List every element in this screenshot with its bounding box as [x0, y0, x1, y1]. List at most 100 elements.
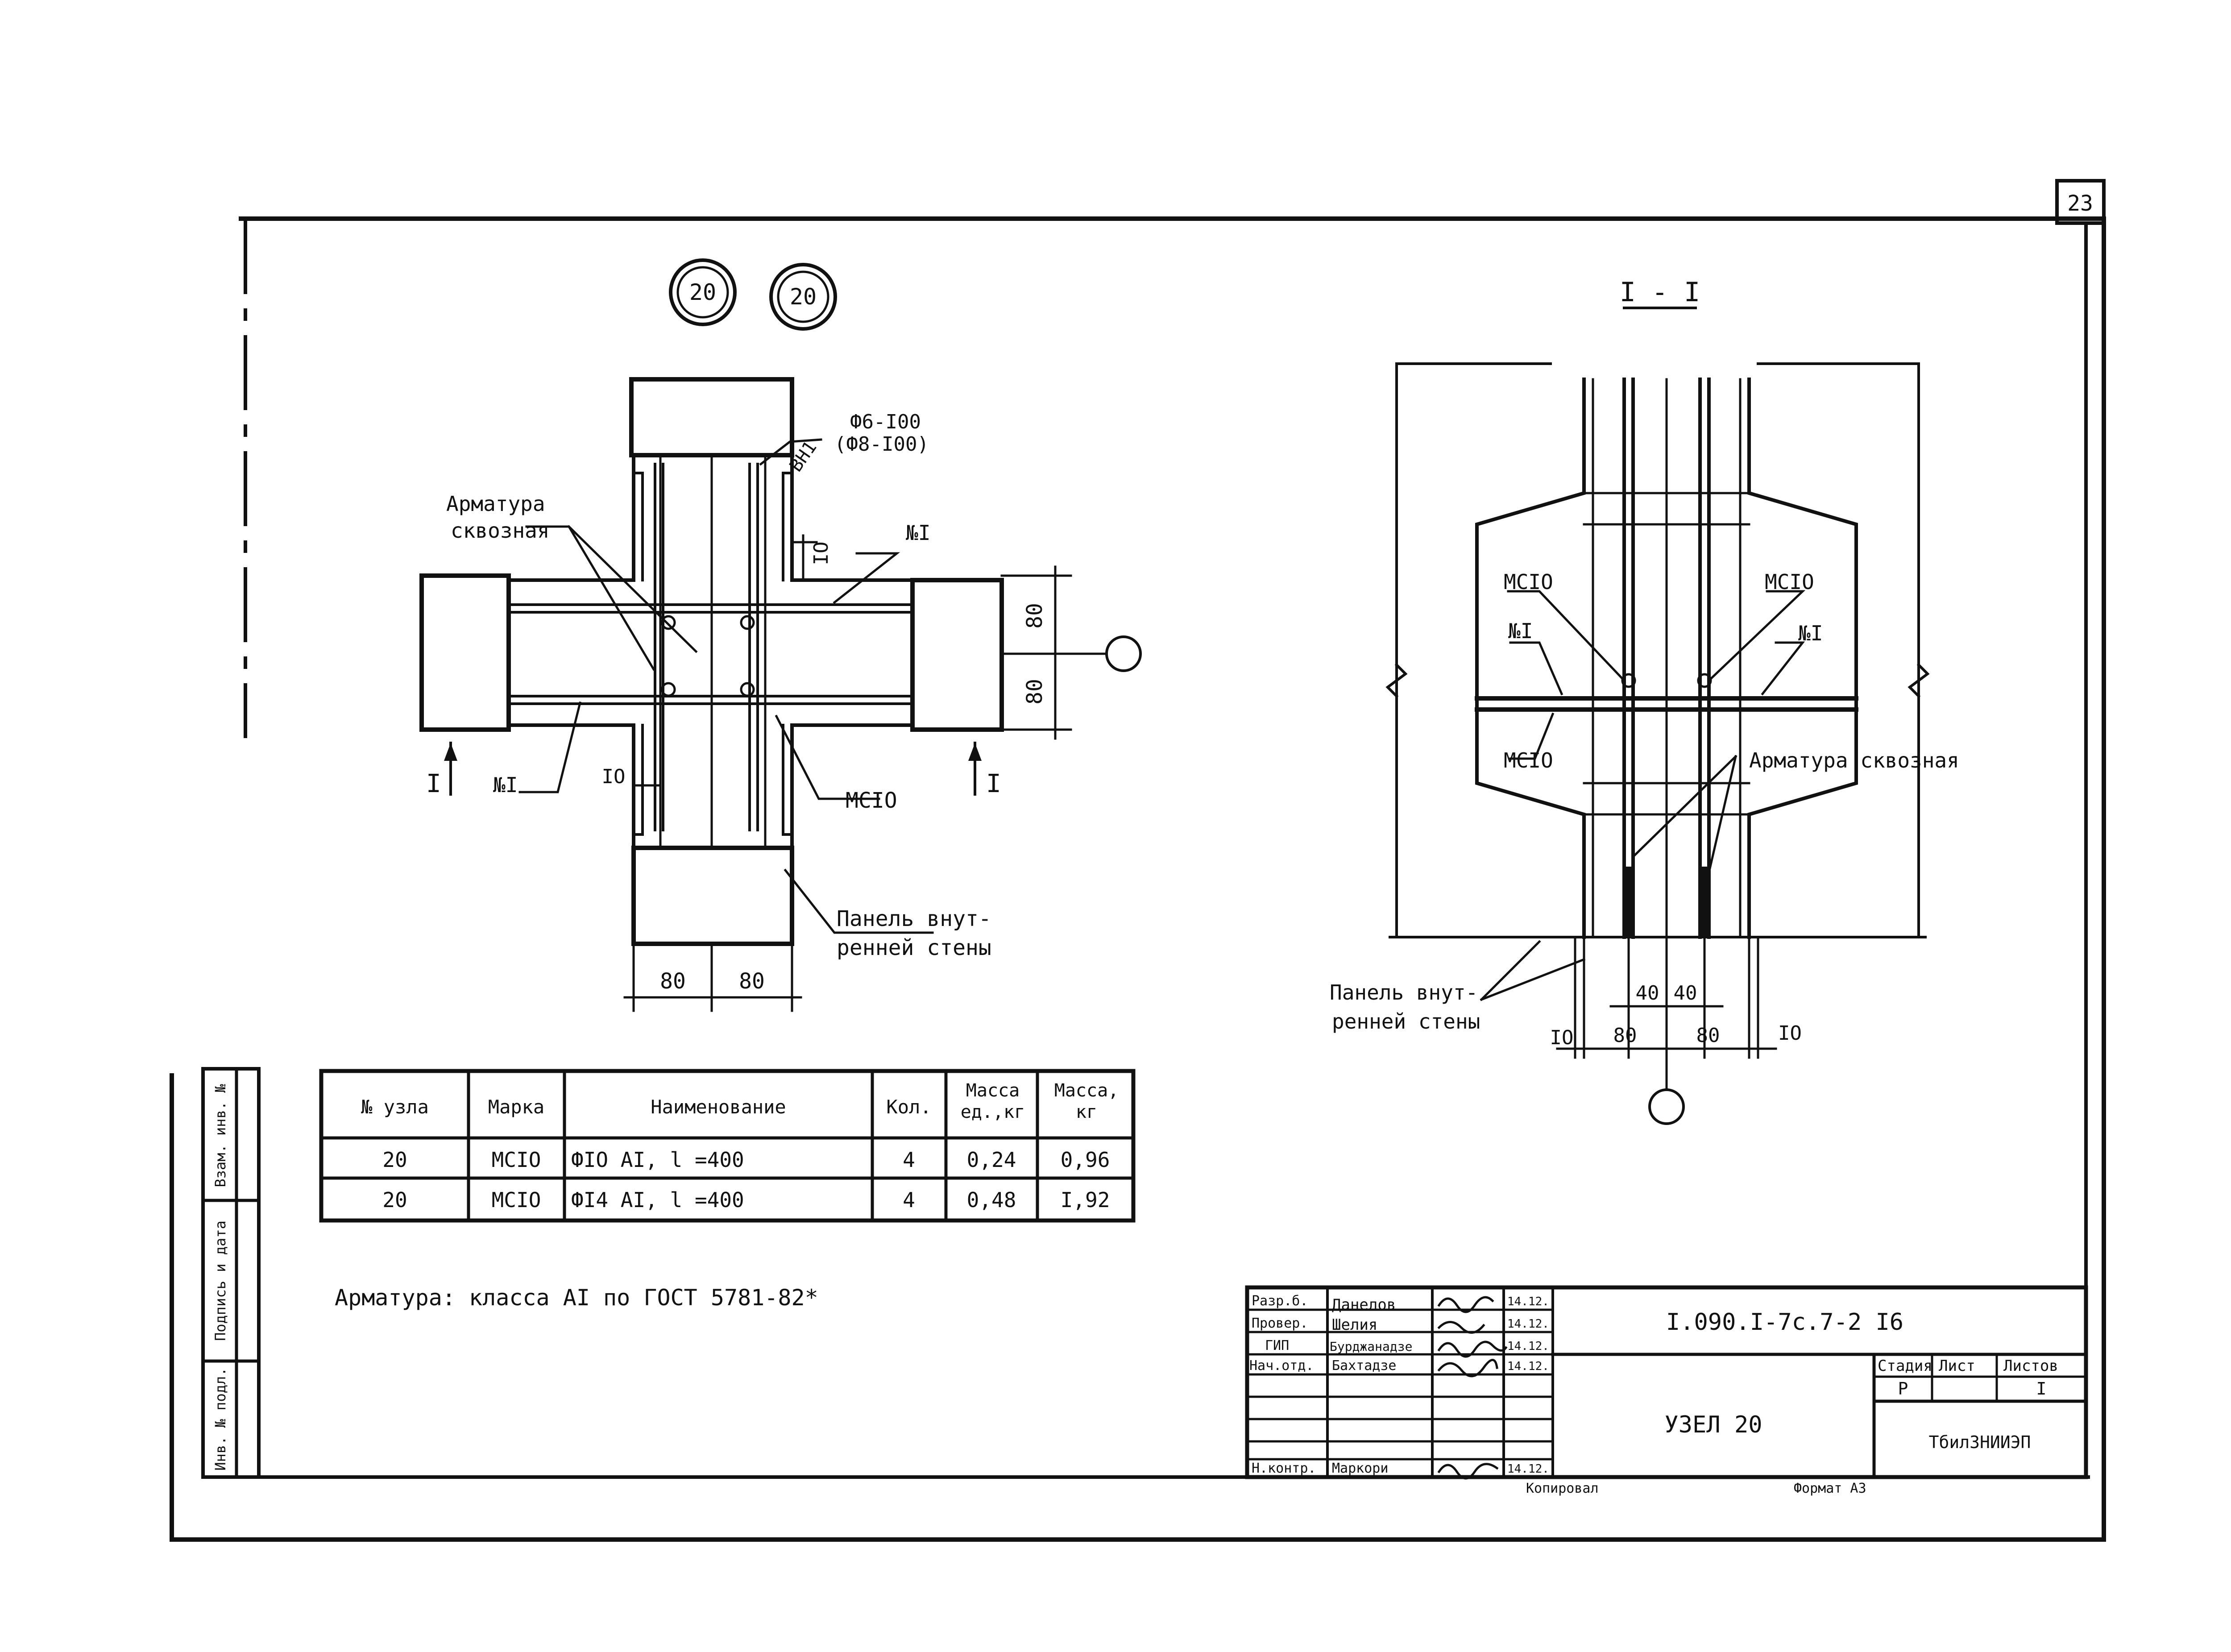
sheet-frame	[170, 216, 2106, 1542]
tb-sheet-header: Лист	[1939, 1357, 1975, 1375]
spec-row2-mark: МСIО	[492, 1188, 541, 1212]
plan-panel-right	[910, 578, 1004, 732]
section-label-n1-left: №I	[1508, 619, 1533, 643]
plan-cut-mark-right: I	[986, 769, 1001, 798]
section-label-panel-2: ренней стены	[1332, 1009, 1480, 1034]
section-label-mc10-right: МСIО	[1765, 570, 1814, 594]
section-dim-80-2: 80	[1696, 1024, 1720, 1047]
tb-sheet-name: УЗЕЛ 20	[1664, 1411, 1762, 1438]
plan-rebar-note-2: (Ф8-I00)	[834, 433, 929, 456]
side-stamp-original-inv: Инв. № подл.	[212, 1367, 229, 1470]
tb-stage-header: Стадия	[1878, 1357, 1932, 1375]
plan-label-panel-2: ренней стены	[837, 935, 991, 960]
spec-row2-mass: I,92	[1061, 1188, 1110, 1212]
tb-name-0: Данелов	[1332, 1296, 1396, 1314]
tb-role-3: Нач.отд.	[1249, 1358, 1314, 1374]
plan-label-mc10: МСIО	[846, 788, 897, 813]
plan-label-n1-bottom: №I	[493, 773, 518, 797]
tb-date-7: 14.12.	[1507, 1462, 1549, 1476]
tb-role-7: Н.контр.	[1252, 1461, 1316, 1476]
plan-dim-10-bottom: IO	[602, 765, 626, 788]
tb-signature-1	[1437, 1321, 1485, 1334]
spec-header-unit-mass: Масса ед.,кг	[960, 1080, 1025, 1122]
tb-designation: I.090.I-7c.7-2 I6	[1666, 1309, 1903, 1336]
title-block: Разр.б. Провер. ГИП Нач.отд. Н.контр. Да…	[1245, 1285, 2088, 1480]
spec-header-qty: Кол.	[886, 1096, 931, 1118]
tb-signature-3	[1437, 1359, 1498, 1378]
spec-row1-mark: МСIО	[492, 1148, 541, 1172]
section-dim-10-right: IO	[1778, 1022, 1802, 1045]
plan-view: I I 80 80 80 80 IO IO Ф6-I00 (Ф8-I00) BH…	[419, 377, 1142, 1012]
spec-table: № узла Марка Наименование Кол. Масса ед.…	[319, 1069, 1136, 1223]
spec-row1-name: ФIO AI, l =400	[571, 1148, 744, 1172]
tb-date-0: 14.12.	[1507, 1295, 1549, 1308]
page-number: 23	[2067, 191, 2093, 216]
side-stamp-signature-date: Подпись и дата	[212, 1220, 229, 1341]
section-label-panel-1: Панель внут-	[1330, 980, 1478, 1004]
plan-panel-bottom	[631, 846, 794, 946]
spec-row1-node: 20	[382, 1148, 407, 1172]
node-bubbles: 20 20	[669, 258, 837, 331]
plan-cut-mark-left: I	[426, 769, 441, 798]
tb-date-3: 14.12.	[1507, 1360, 1549, 1373]
page-number-box: 23	[2055, 179, 2106, 225]
tb-role-0: Разр.б.	[1252, 1293, 1308, 1309]
plan-panel-left	[419, 573, 511, 732]
tb-date-1: 14.12.	[1507, 1317, 1549, 1331]
section-label-n1-right: №I	[1798, 621, 1823, 645]
plan-dim-80-bottom-1: 80	[660, 969, 686, 994]
spec-header-mass: Масса, кг	[1054, 1080, 1119, 1122]
node-bubble-1: 20	[689, 279, 716, 305]
section-dim-40-1: 40	[1636, 982, 1659, 1004]
spec-header-node: № узла	[361, 1096, 429, 1118]
section-dim-40-2: 40	[1674, 982, 1697, 1004]
section-view: I - I 40 40 IO 80 80	[1330, 277, 1959, 1125]
plan-dim-80-bottom-2: 80	[739, 969, 765, 994]
spec-row1-qty: 4	[903, 1148, 915, 1172]
side-stamp: Взам. инв. № Подпись и дата Инв. № подл.	[201, 1067, 261, 1479]
format-label: Формат А3	[1794, 1481, 1866, 1496]
spec-row2-unit-mass: 0,48	[967, 1188, 1016, 1212]
section-label-mc10-left: МСIО	[1504, 570, 1553, 594]
tb-name-2: Бурджанадзе	[1330, 1339, 1412, 1354]
tb-role-2: ГИП	[1265, 1338, 1289, 1353]
rebar-class-note: Арматура: класса AI по ГОСТ 5781-82*	[335, 1285, 818, 1311]
spec-row1-unit-mass: 0,24	[967, 1148, 1016, 1172]
section-label-mc10-lower: МСIО	[1504, 748, 1553, 772]
tb-sheets-value: I	[2036, 1379, 2047, 1399]
tb-sheets-header: Листов	[2003, 1357, 2058, 1375]
plan-label-panel-1: Панель внут-	[837, 906, 991, 931]
plan-label-armatura-2: сквозная	[451, 519, 550, 543]
tb-role-1: Провер.	[1252, 1316, 1308, 1331]
spec-row2-name: ФI4 AI, l =400	[571, 1188, 744, 1212]
side-stamp-replace-inv: Взам. инв. №	[212, 1084, 229, 1187]
node-bubble-2: 20	[790, 284, 817, 310]
tb-signature-7	[1437, 1463, 1499, 1480]
copied-by-label: Копировал	[1526, 1481, 1599, 1496]
plan-panel-top	[629, 377, 794, 457]
tb-organization: ТбилЗНИИЭП	[1929, 1432, 2031, 1452]
spec-row2-node: 20	[382, 1188, 407, 1212]
plan-label-armatura-1: Арматура	[446, 492, 545, 516]
tb-name-3: Бахтадзе	[1332, 1358, 1397, 1374]
spec-row2-qty: 4	[903, 1188, 915, 1212]
section-dim-10-left: IO	[1550, 1026, 1574, 1049]
tb-stage-value: Р	[1898, 1379, 1908, 1399]
spec-header-mark: Марка	[488, 1096, 544, 1118]
plan-dim-80-right-1: 80	[1022, 603, 1047, 629]
plan-dim-10-top: IO	[810, 542, 833, 565]
spec-row1-mass: 0,96	[1061, 1148, 1110, 1172]
tb-signature-0	[1437, 1296, 1494, 1313]
spec-header-name: Наименование	[651, 1096, 786, 1118]
section-label-armatura: Арматура сквозная	[1749, 748, 1959, 772]
section-title: I - I	[1620, 277, 1700, 308]
plan-label-n1-top: №I	[906, 521, 930, 545]
plan-dim-80-right-2: 80	[1022, 679, 1047, 705]
tb-date-2: 14.12.	[1507, 1340, 1549, 1353]
tb-name-7: Маркори	[1332, 1461, 1388, 1476]
section-dim-80-1: 80	[1613, 1024, 1637, 1047]
tb-signature-2	[1437, 1341, 1508, 1358]
tb-name-1: Шелия	[1332, 1316, 1377, 1334]
plan-rebar-note-1: Ф6-I00	[850, 411, 921, 433]
